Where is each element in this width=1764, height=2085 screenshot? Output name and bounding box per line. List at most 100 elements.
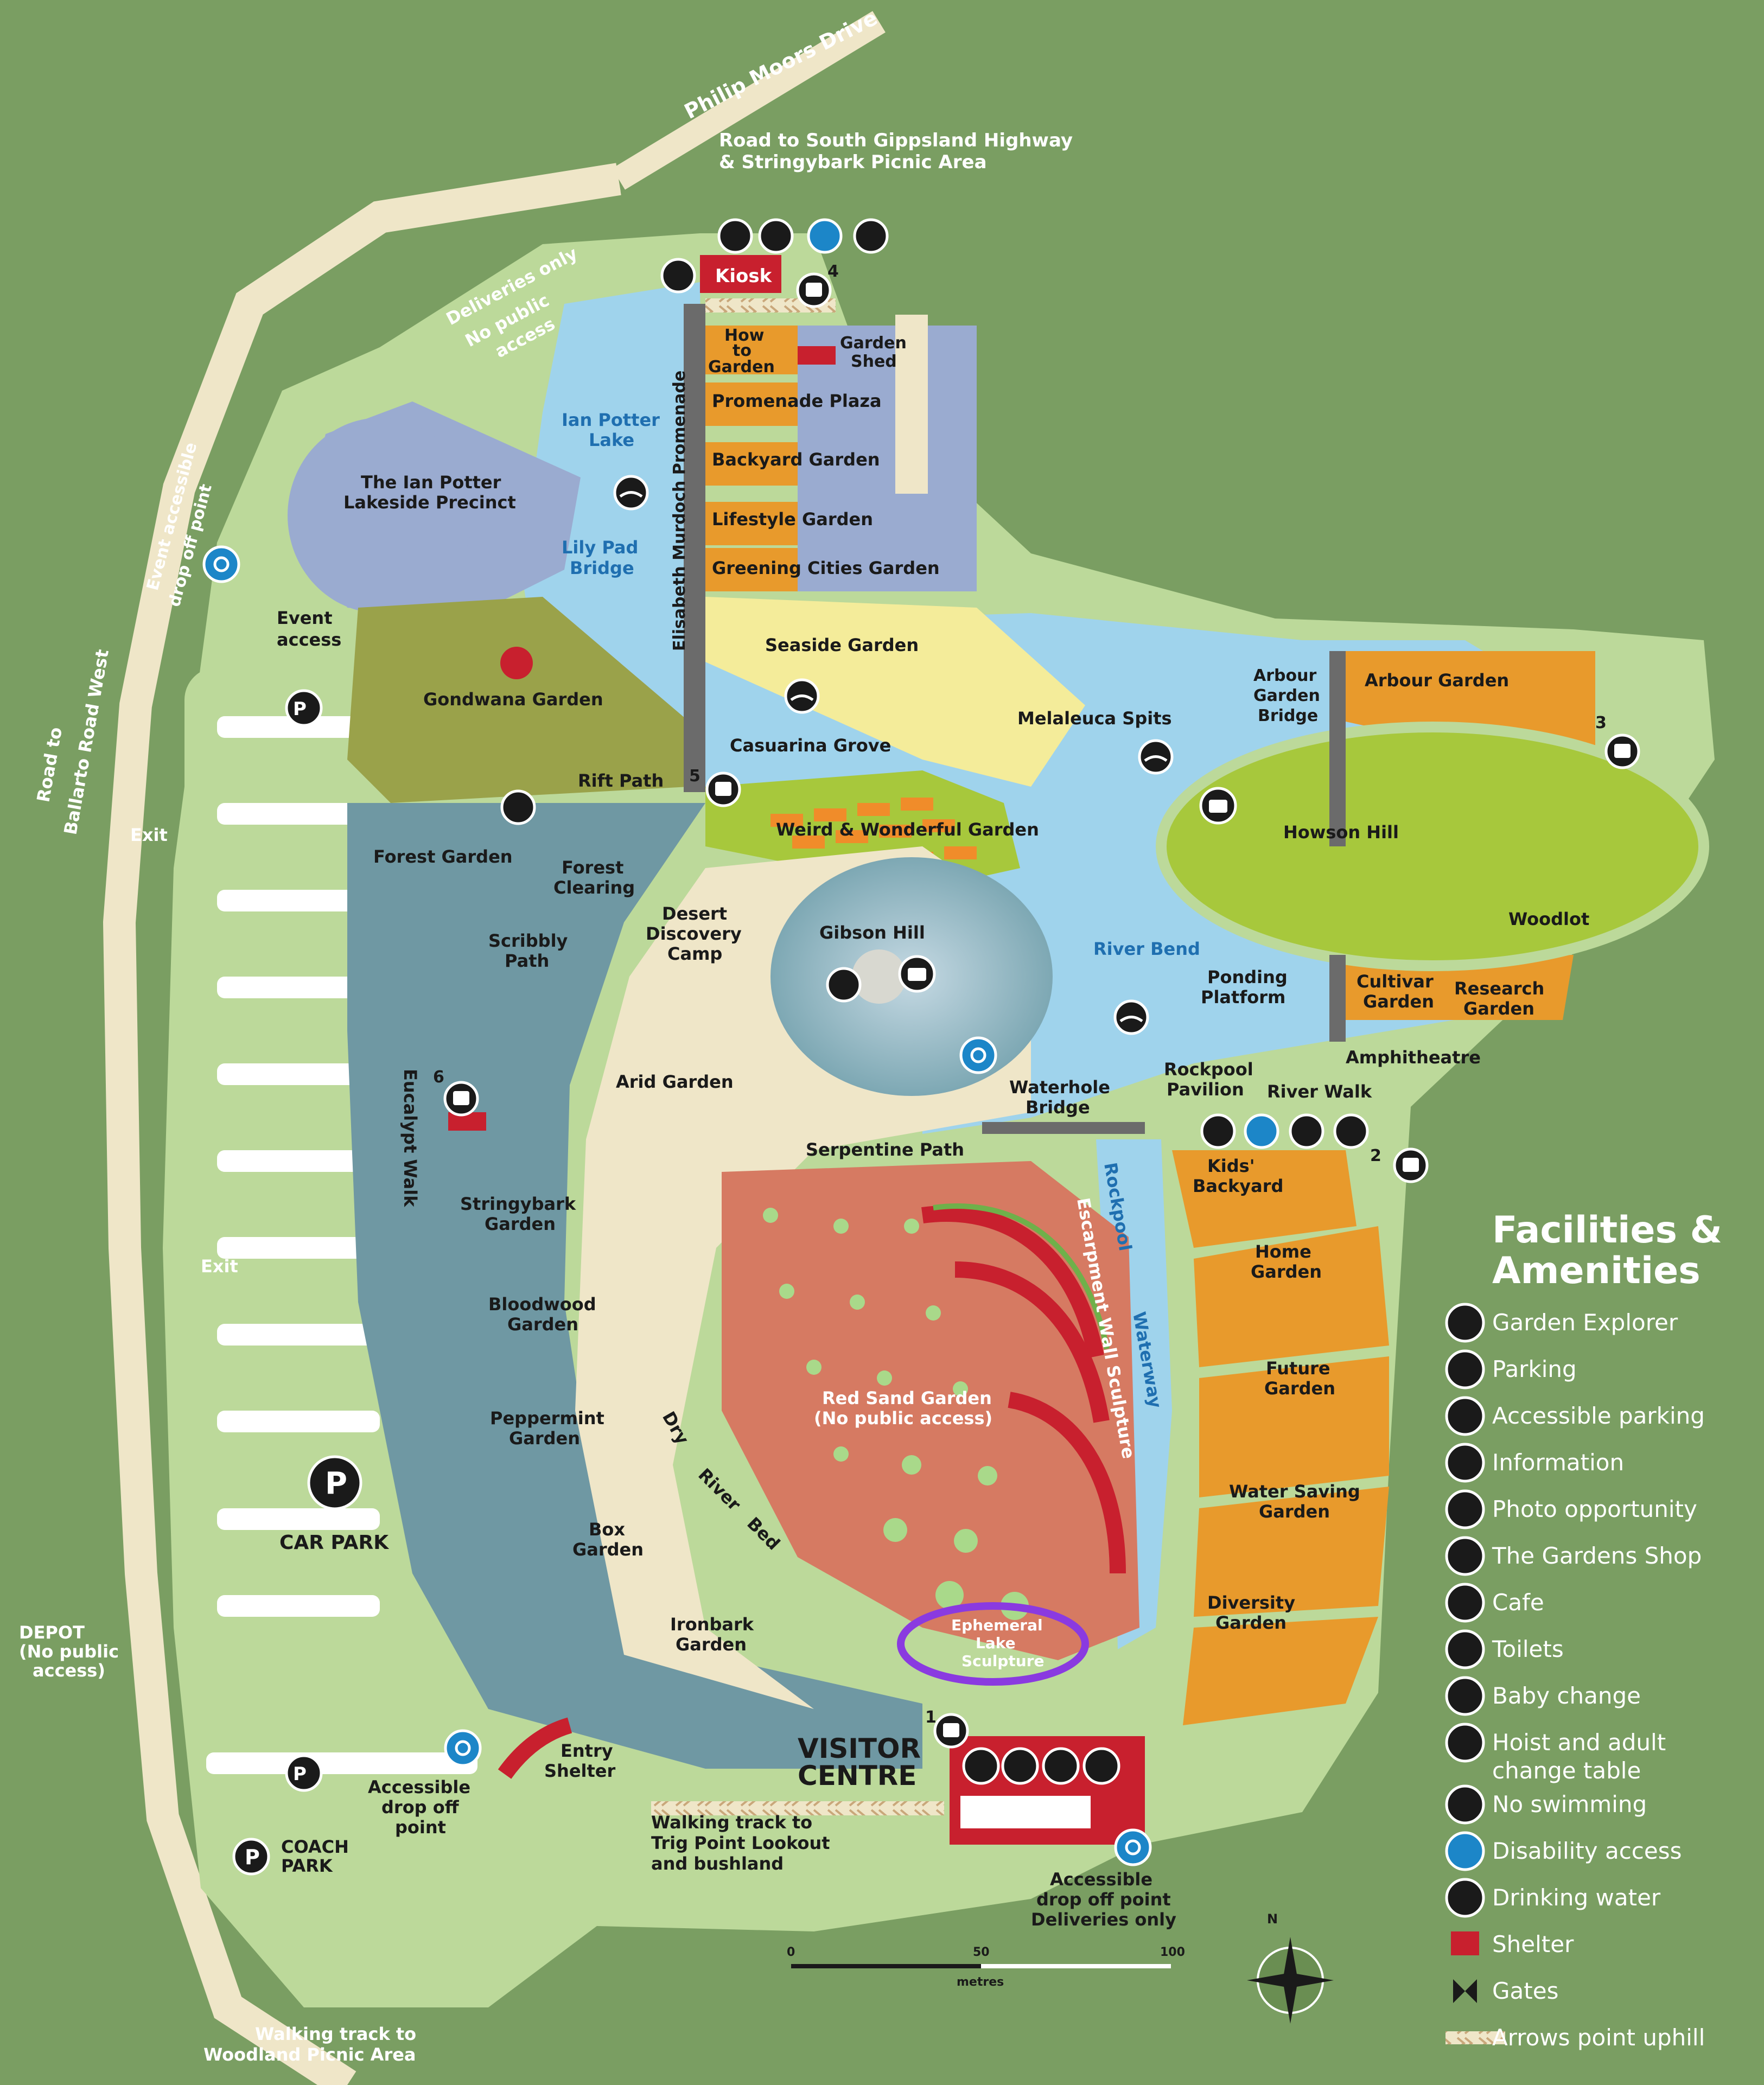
accessible-dropoff-1: Accessible [368, 1777, 470, 1797]
vc-dropoff-1: Accessible [1050, 1869, 1152, 1890]
uphill-path-visitor [651, 1801, 944, 1815]
lifestyle-garden: Lifestyle Garden [712, 509, 873, 530]
river-walk: River Walk [1267, 1081, 1372, 1102]
ian-potter-lake-2: Lake [589, 430, 634, 450]
accessible-parking-icon [1445, 1396, 1485, 1436]
legend-label: Information [1492, 1449, 1624, 1476]
legend-label: Photo opportunity [1492, 1496, 1697, 1522]
car-park-parking-icon: P [307, 1455, 362, 1510]
forest-clearing-2: Clearing [553, 877, 635, 898]
entry-shelter-2: Shelter [544, 1761, 616, 1781]
promenade-vertical: Elisabeth Murdoch Promenade [670, 371, 689, 651]
bus-stop-2[interactable] [1393, 1147, 1429, 1183]
legend-item: Gates [1453, 1978, 1558, 2004]
bus-stop-4[interactable] [796, 272, 832, 308]
home-garden-1: Home [1255, 1241, 1311, 1262]
walking-woodland-1: Walking track to [255, 2024, 416, 2044]
scale-fifty: 50 [973, 1946, 990, 1959]
svg-text:P: P [293, 1763, 307, 1785]
kiosk-facility-icons [717, 218, 889, 254]
stringybark-1: Stringybark [460, 1194, 576, 1214]
road-highway-1: Road to South Gippsland Highway [719, 130, 1073, 151]
ephemeral-lake-highlight[interactable] [897, 1602, 1089, 1686]
hoist-icon [1445, 1723, 1485, 1763]
arbour-bridge-1: Arbour [1253, 666, 1316, 685]
stop-number-1: 1 [925, 1708, 937, 1727]
visitor-centre-2: CENTRE [798, 1760, 916, 1791]
research-1: Research [1454, 978, 1544, 999]
legend-item: Drinking water [1445, 1878, 1661, 1918]
rockpool-pavilion-2: Pavilion [1167, 1079, 1244, 1100]
kids-backyard-2: Backyard [1193, 1176, 1283, 1196]
elisabeth-murdoch-promenade [684, 304, 705, 792]
car-park-stalls [206, 716, 477, 1774]
casuarina-grove: Casuarina Grove [730, 735, 891, 756]
exit-1: Exit [130, 825, 168, 845]
svg-text:P: P [293, 698, 307, 720]
water-saving-1: Water Saving [1229, 1481, 1360, 1502]
arbour-garden-bridge [1329, 651, 1346, 846]
stop-number-5: 5 [689, 767, 700, 786]
legend-item: Baby change [1445, 1676, 1641, 1716]
no-swimming-icon [1445, 1784, 1485, 1825]
bus-stop-5[interactable] [705, 771, 741, 807]
howson-hill [1156, 722, 1709, 971]
accessible-dropoff-3: point [395, 1817, 446, 1838]
research-2: Garden [1463, 998, 1534, 1019]
ponding-2: Platform [1201, 987, 1285, 1008]
desert-camp-1: Desert [662, 903, 727, 924]
future-garden-2: Garden [1264, 1378, 1335, 1399]
garden-shed-shelter [798, 346, 836, 365]
bloodwood-2: Garden [507, 1314, 578, 1335]
legend-label: Hoist and adult [1492, 1729, 1666, 1756]
howson-hill: Howson Hill [1283, 822, 1399, 843]
forest-garden: Forest Garden [373, 846, 513, 867]
red-sand-dots [763, 1208, 1029, 1620]
peppermint-2: Garden [509, 1428, 580, 1449]
serpentine-path: Serpentine Path [806, 1139, 964, 1160]
woodlot: Woodlot [1508, 909, 1589, 929]
vc-dropoff-3: Deliveries only [1031, 1909, 1176, 1930]
ian-potter-lake-1: Ian Potter [562, 410, 660, 430]
wheelchair-icon-gibson [959, 1036, 997, 1074]
seaside-sand [705, 597, 1085, 787]
bus-stop-3[interactable] [1604, 734, 1640, 769]
bus-stop-1[interactable] [933, 1713, 969, 1749]
road-highway-2: & Stringybark Picnic Area [719, 151, 987, 173]
accessible-parking-icon-top: P [285, 689, 323, 727]
desert-camp-3: Camp [667, 943, 722, 964]
legend-item: Shelter [1451, 1931, 1574, 1958]
svg-text:P: P [325, 1466, 347, 1501]
cafe-icon [1445, 1583, 1485, 1623]
stop-number-6: 6 [433, 1068, 444, 1087]
legend-item: Toilets [1445, 1629, 1564, 1669]
bus-stop-6[interactable] [443, 1081, 479, 1117]
entry-shelter-1: Entry [561, 1740, 613, 1761]
stop-number-4: 4 [827, 262, 839, 281]
arid-garden: Arid Garden [616, 1072, 734, 1092]
legend-label: Parking [1492, 1356, 1577, 1382]
water-saving-2: Garden [1259, 1501, 1330, 1522]
wheelchair-icon-dropoff [444, 1729, 482, 1767]
waterhole-bridge [982, 1122, 1145, 1134]
cultivar-2: Garden [1363, 991, 1434, 1012]
garden-shed-2: Shed [851, 352, 897, 371]
legend-title-2: Amenities [1492, 1249, 1701, 1292]
wheelchair-icon [1445, 1831, 1485, 1871]
scribbly-1: Scribbly [488, 930, 568, 951]
exit-2: Exit [201, 1256, 238, 1277]
coach-park-parking-icon: P [232, 1838, 270, 1876]
eucalypt-walk: Eucalypt Walk [400, 1069, 421, 1207]
waterhole-2: Bridge [1026, 1097, 1090, 1118]
depot-2: (No public [19, 1641, 119, 1662]
red-sand-1: Red Sand Garden [822, 1388, 992, 1408]
legend-title-1: Facilities & [1492, 1209, 1722, 1252]
melaleuca-spits: Melaleuca Spits [1017, 708, 1172, 729]
bus-icon [1445, 1303, 1485, 1343]
legend-item: Cafe [1445, 1583, 1544, 1623]
box-garden-1: Box [589, 1519, 625, 1540]
backyard-garden: Backyard Garden [712, 449, 880, 470]
drinking-water-icon-kiosk [660, 258, 696, 294]
